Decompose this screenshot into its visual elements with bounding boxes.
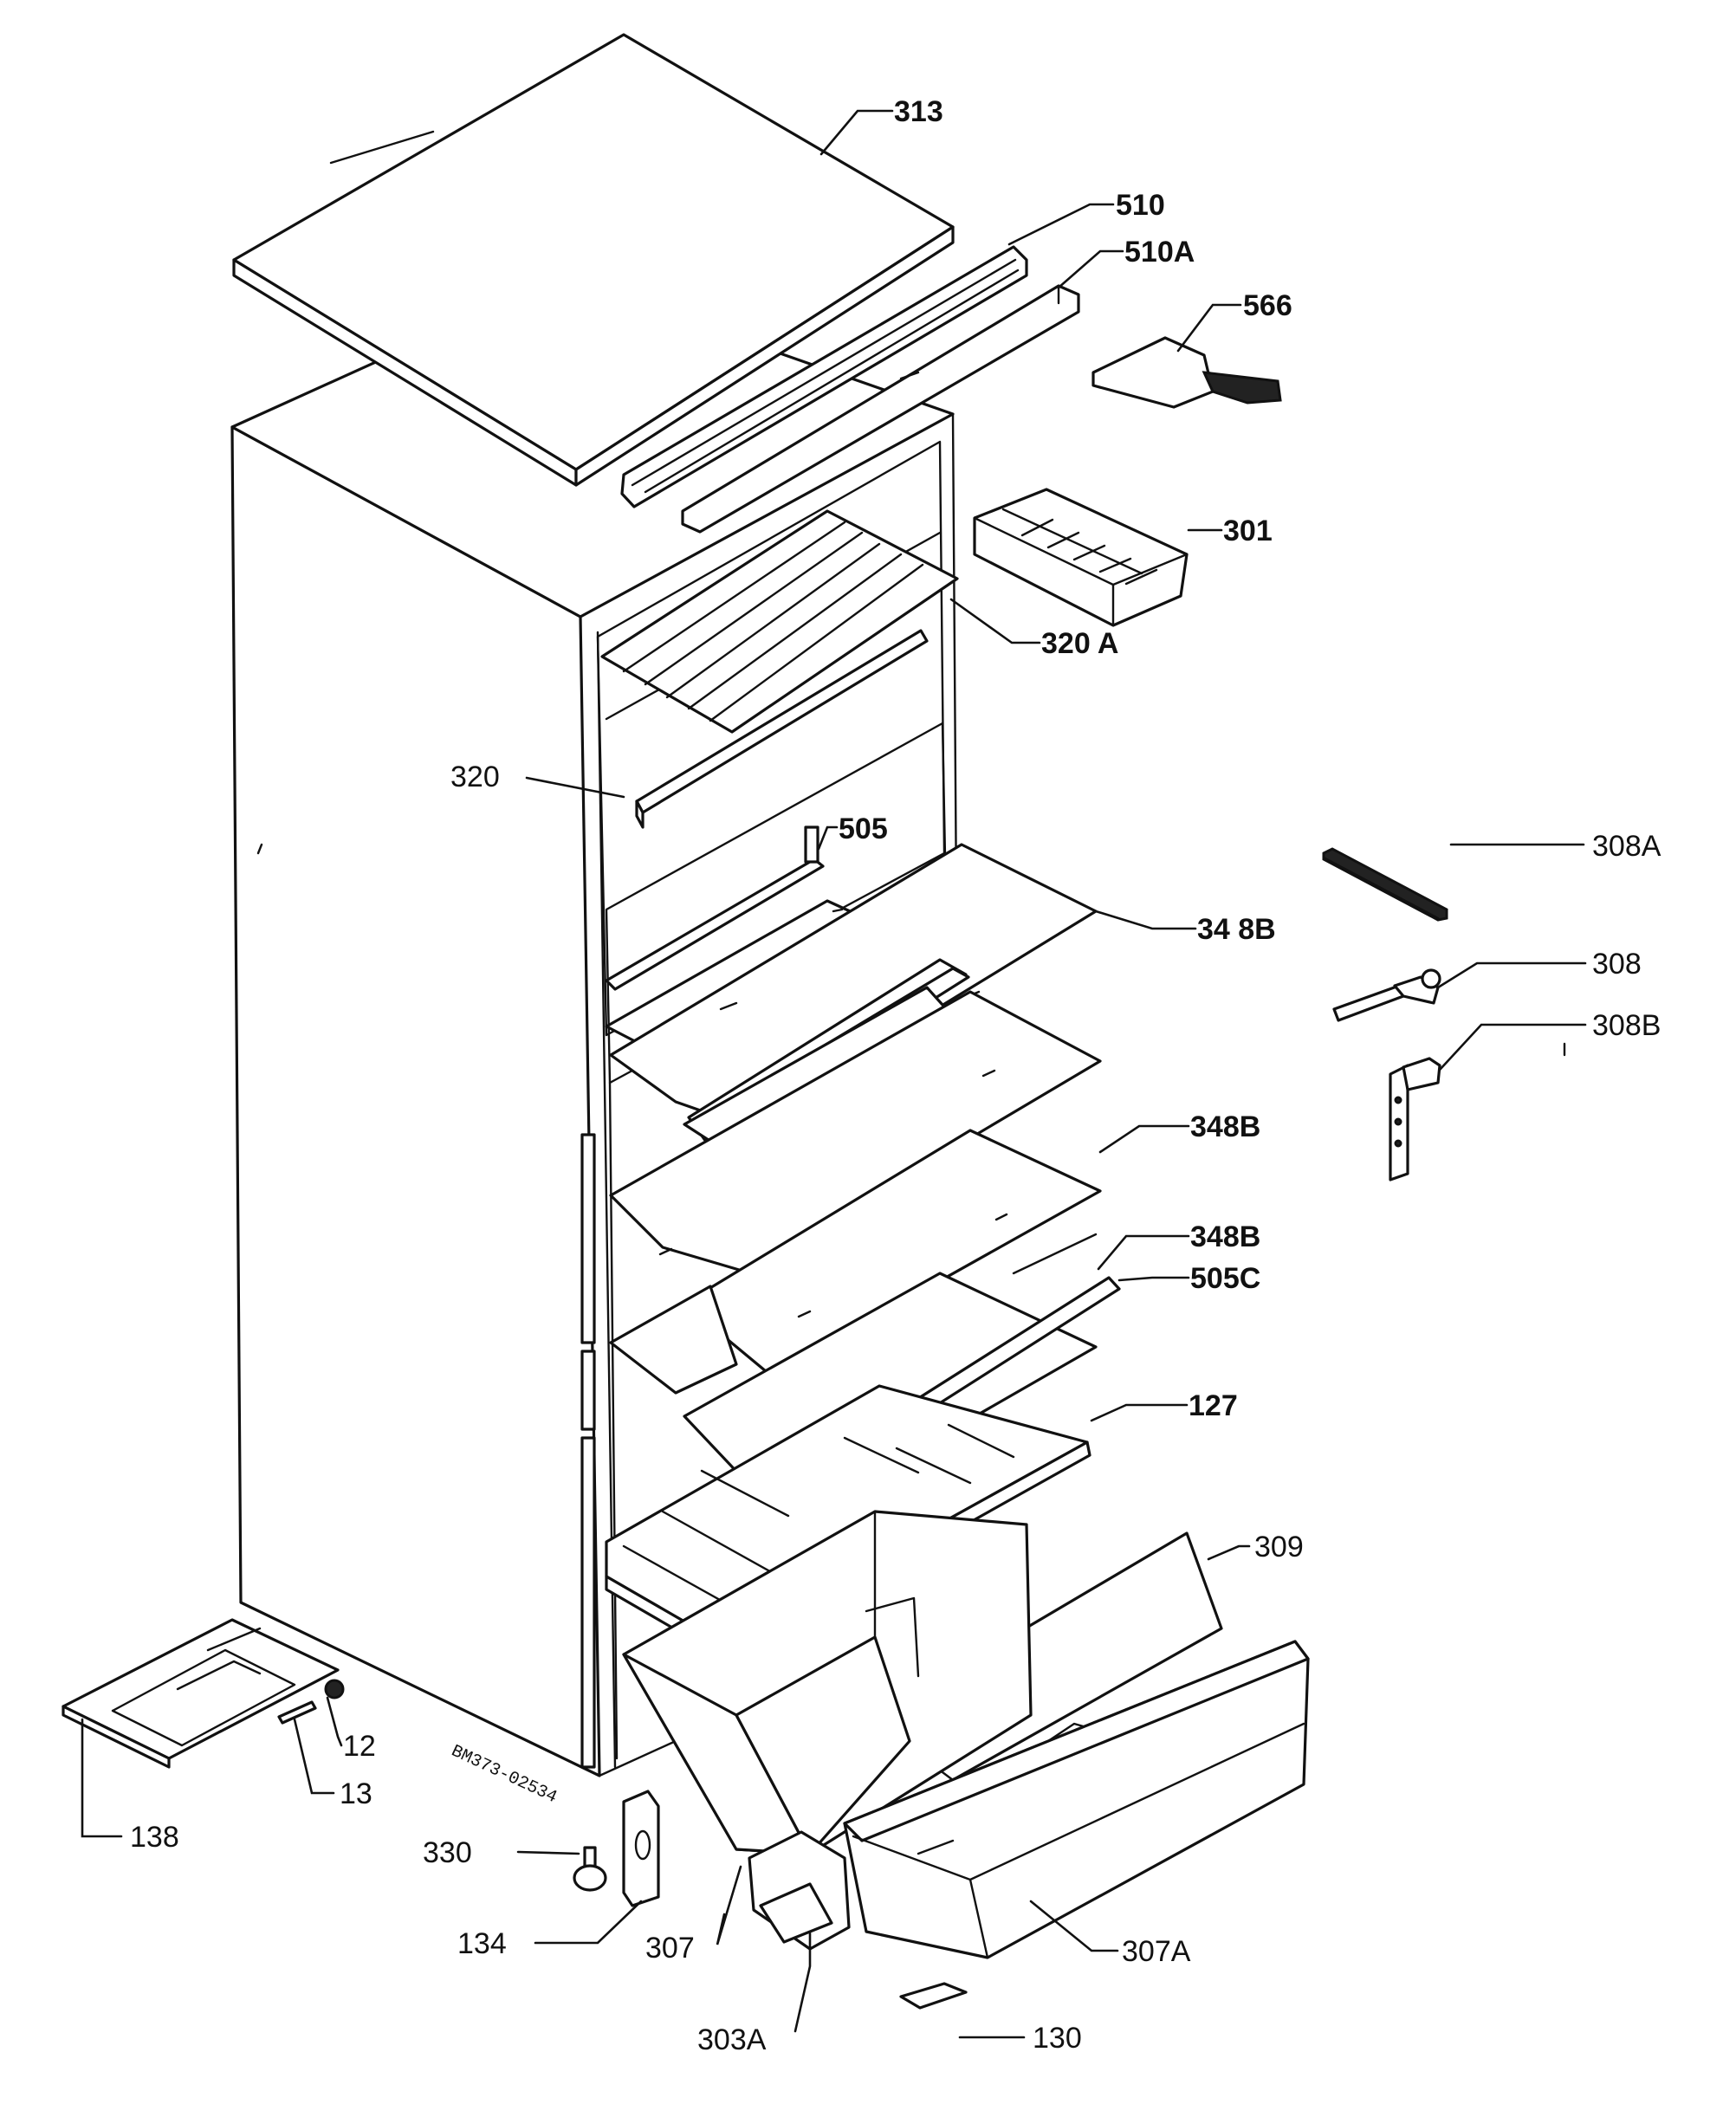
label-505: 505 — [839, 812, 888, 845]
freezer-strip-320 — [635, 629, 929, 829]
label-308a: 308A — [1592, 830, 1662, 863]
ice-tray-301 — [973, 488, 1189, 627]
bracket-134 — [622, 1790, 660, 1907]
screw-12 — [324, 1679, 345, 1699]
label-320a: 320 A — [1041, 627, 1118, 660]
label-127: 127 — [1189, 1389, 1238, 1422]
hinge-308 — [1332, 968, 1441, 1022]
label-320: 320 — [450, 761, 500, 793]
leader-lines — [81, 109, 1587, 2039]
label-303a: 303A — [697, 2023, 767, 2056]
door-trim-510a — [681, 284, 1080, 534]
label-309: 309 — [1254, 1531, 1304, 1563]
label-301: 301 — [1223, 515, 1273, 547]
label-330: 330 — [423, 1836, 472, 1869]
drawing-code: BM373-02534 — [448, 1741, 560, 1808]
door-rail-510 — [620, 245, 1028, 508]
freezer-shelf-320a — [600, 509, 959, 734]
label-12: 12 — [343, 1730, 376, 1763]
label-13: 13 — [340, 1777, 372, 1810]
label-307: 307 — [645, 1932, 695, 1965]
label-348b-2: 348B — [1190, 1110, 1260, 1143]
ice-scraper-566 — [1091, 336, 1282, 409]
label-510: 510 — [1116, 189, 1165, 222]
label-348b-1: 34 8B — [1197, 913, 1276, 946]
base-plate-138 — [62, 1618, 340, 1769]
label-134: 134 — [457, 1927, 507, 1960]
hinge-308b — [1389, 1057, 1441, 1181]
drawer-handle-303a — [748, 1830, 851, 1951]
label-308: 308 — [1592, 948, 1642, 981]
hinge-bar-308a — [1322, 847, 1448, 922]
label-130: 130 — [1033, 2022, 1082, 2055]
shelf-rail-505 — [605, 825, 825, 991]
glass-shelf-348b-2 — [609, 990, 1102, 1377]
label-510a: 510A — [1124, 236, 1195, 269]
label-505c: 505C — [1190, 1262, 1260, 1295]
crisper-drawer-307 — [622, 1510, 1033, 1855]
crisper-drawer-307a — [843, 1640, 1310, 1959]
label-138: 138 — [130, 1821, 179, 1854]
label-307a: 307A — [1122, 1935, 1191, 1968]
door-313 — [232, 33, 955, 487]
leveling-foot-330 — [573, 1846, 607, 1892]
label-313: 313 — [894, 95, 943, 128]
clip-130 — [899, 1982, 968, 2010]
label-566: 566 — [1243, 289, 1292, 322]
pin-13 — [277, 1700, 317, 1725]
label-348b-3: 348B — [1190, 1220, 1260, 1253]
label-308b: 308B — [1592, 1009, 1661, 1042]
